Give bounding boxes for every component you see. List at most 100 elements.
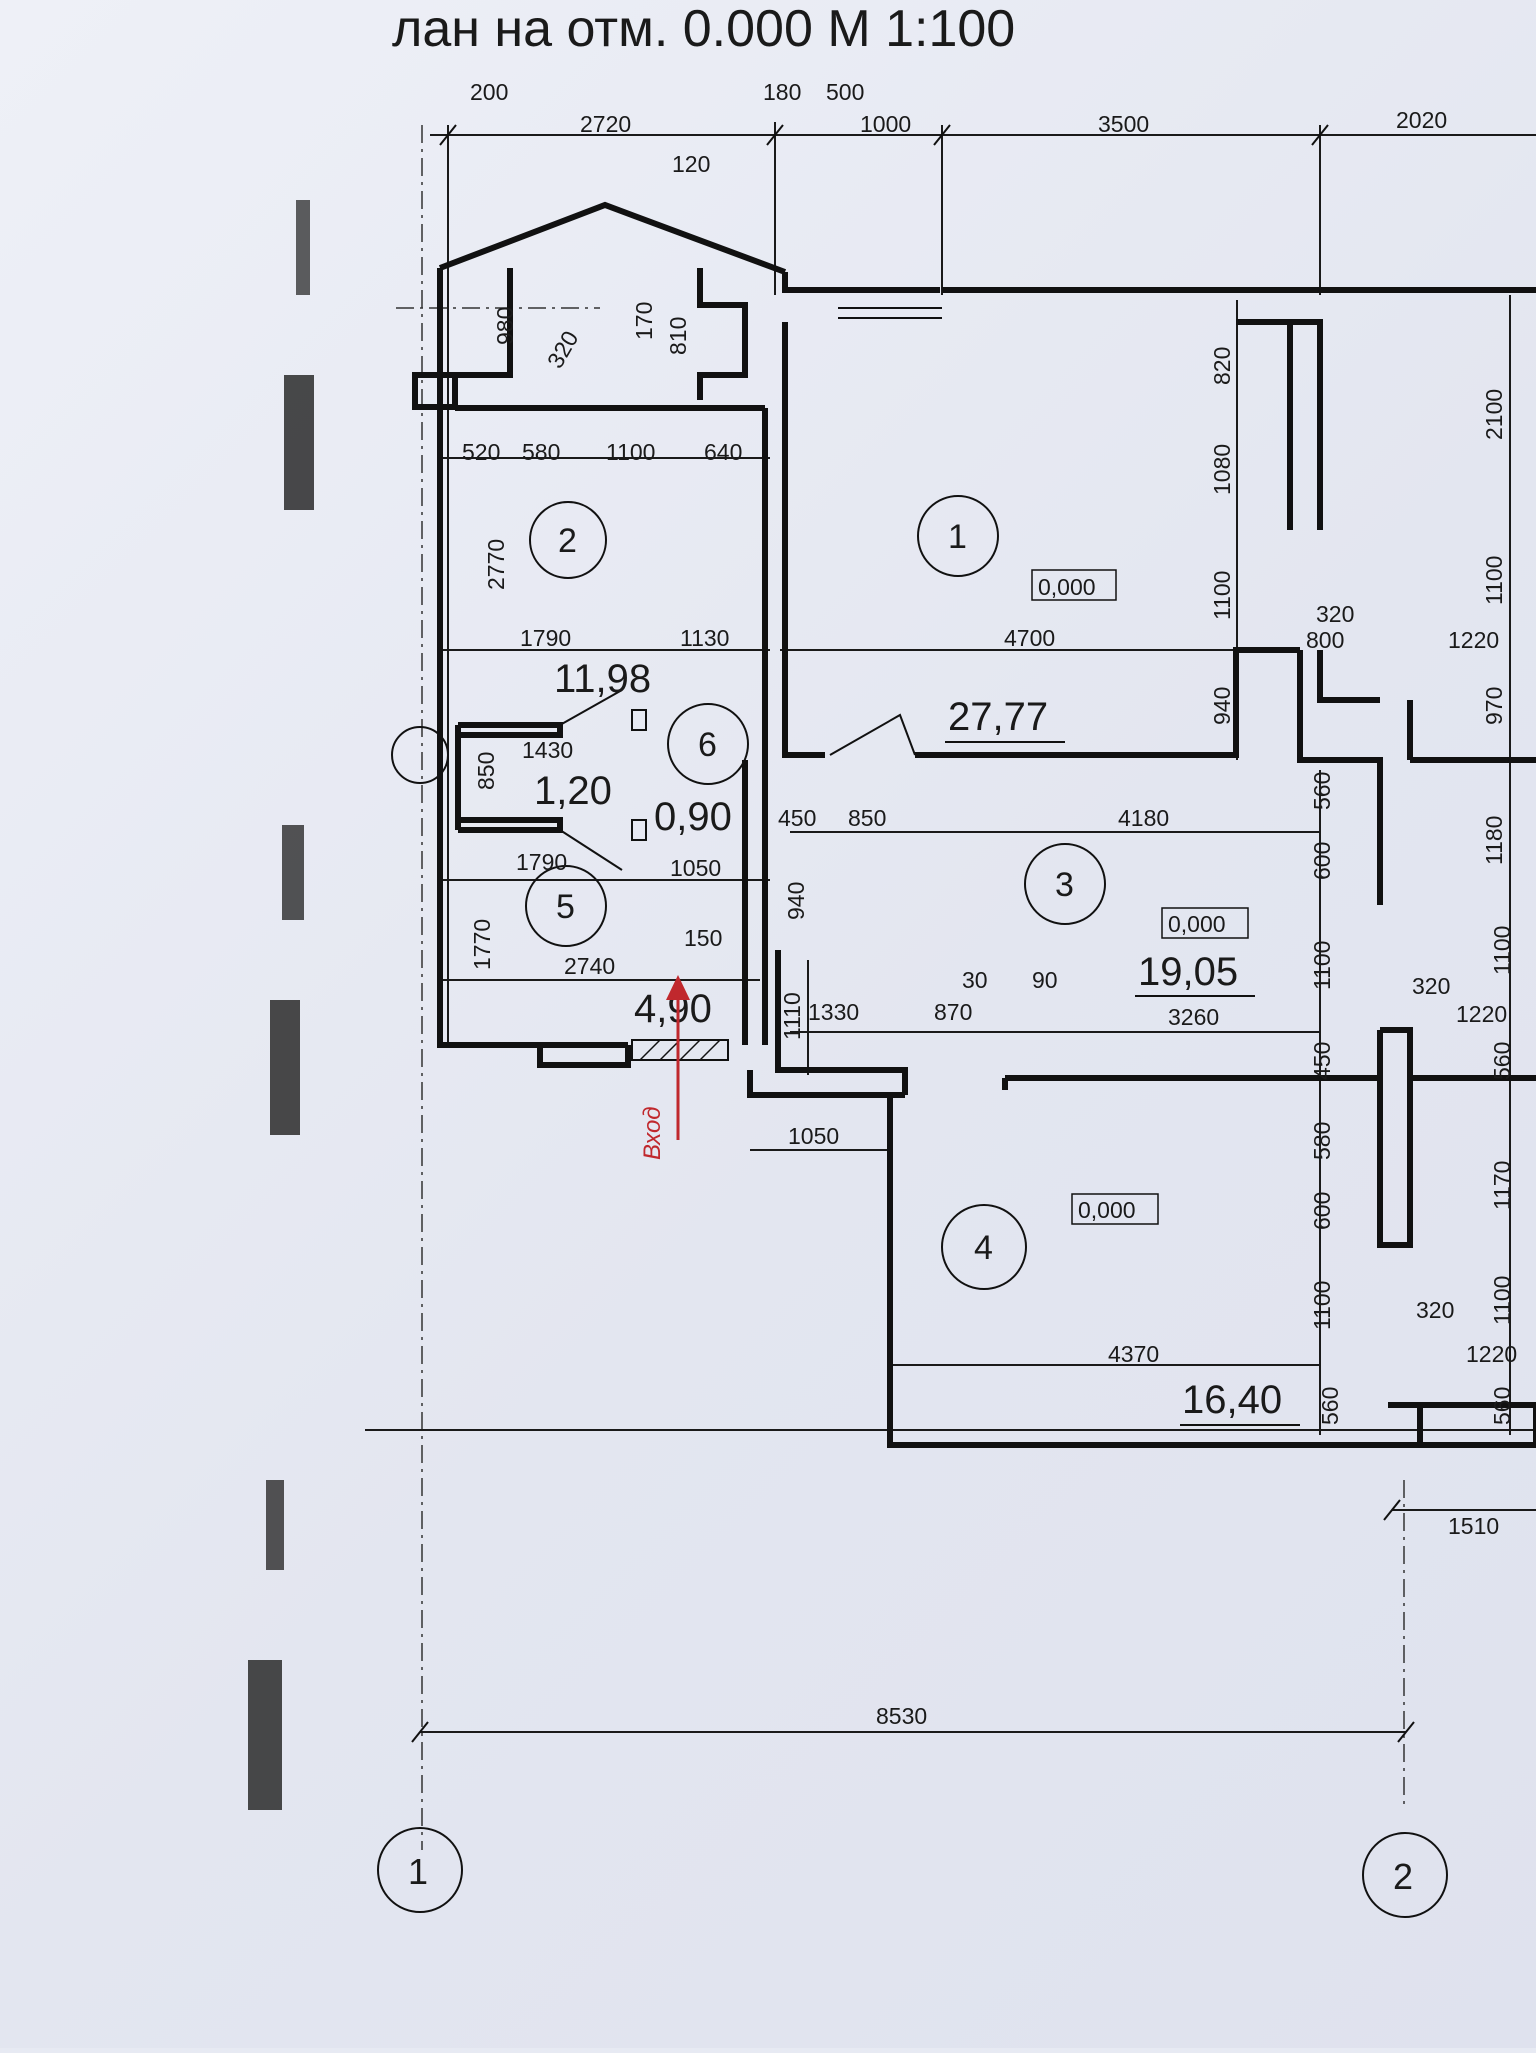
entrance-arrow: Вход bbox=[639, 975, 690, 1160]
dim-right-1100a: 1100 bbox=[1481, 556, 1507, 605]
dim-r3-1110: 1110 bbox=[779, 992, 805, 1040]
dim-r5-150: 150 bbox=[684, 925, 722, 951]
dim-r2-580: 580 bbox=[522, 439, 560, 465]
dim-r3-940: 940 bbox=[783, 882, 809, 920]
dim-r4-600: 600 bbox=[1309, 1192, 1335, 1230]
dim-r4-560: 560 bbox=[1317, 1387, 1343, 1425]
axis-2-label: 2 bbox=[1393, 1856, 1413, 1897]
axis-lines bbox=[396, 125, 1405, 1850]
dim-right-1100c: 1100 bbox=[1489, 1276, 1515, 1325]
dim-r2-320: 320 bbox=[542, 326, 584, 372]
dim-r2-980: 980 bbox=[492, 307, 518, 345]
dim-r2-1100: 1100 bbox=[606, 439, 655, 465]
dim-r1-1080: 1080 bbox=[1209, 444, 1235, 495]
dim-right-1220a: 1220 bbox=[1448, 627, 1499, 653]
dim-right-320b: 320 bbox=[1412, 973, 1450, 999]
dim-right-2100: 2100 bbox=[1481, 389, 1507, 440]
dim-r2-640: 640 bbox=[704, 439, 742, 465]
dim-r3-4180: 4180 bbox=[1118, 805, 1169, 831]
entrance-threshold bbox=[631, 1039, 729, 1061]
dim-r2-1130: 1130 bbox=[680, 625, 729, 651]
dim-r5-1050: 1050 bbox=[670, 855, 721, 881]
room-2-number: 2 bbox=[558, 522, 577, 560]
dim-right-800: 800 bbox=[1306, 627, 1344, 653]
dim-right-1220c: 1220 bbox=[1466, 1341, 1517, 1367]
dim-r4-1100: 1100 bbox=[1309, 1281, 1335, 1330]
dim-r5-1770: 1770 bbox=[469, 919, 495, 970]
dim-r1-820: 820 bbox=[1209, 347, 1235, 385]
room-4-area: 16,40 bbox=[1182, 1378, 1282, 1422]
room-4-number: 4 bbox=[974, 1229, 993, 1267]
entrance-label: Вход bbox=[639, 1106, 666, 1160]
room-5-number: 5 bbox=[556, 888, 575, 926]
dim-top-500: 500 bbox=[826, 79, 864, 105]
room-3-level: 0,000 bbox=[1168, 911, 1226, 937]
walls bbox=[412, 201, 1536, 1448]
room-markers bbox=[525, 495, 1106, 1290]
dim-right-1180: 1180 bbox=[1481, 816, 1507, 865]
dim-r2-2770: 2770 bbox=[483, 539, 509, 590]
dim-r1-1100: 1100 bbox=[1209, 571, 1235, 620]
dim-r1-940: 940 bbox=[1209, 687, 1235, 725]
doors bbox=[559, 689, 916, 871]
dim-r3-560: 560 bbox=[1309, 772, 1335, 810]
dim-bath-1430: 1430 bbox=[522, 737, 573, 763]
dim-right-1220b: 1220 bbox=[1456, 1001, 1507, 1027]
margin-marks bbox=[248, 200, 314, 1810]
axis-markers bbox=[377, 726, 1448, 1918]
dim-r4-4370: 4370 bbox=[1108, 1341, 1159, 1367]
axis-1-label: 1 bbox=[408, 1851, 428, 1892]
room-1-area: 27,77 bbox=[948, 695, 1048, 739]
dim-r3-90: 90 bbox=[1032, 967, 1058, 993]
dim-r2-520: 520 bbox=[462, 439, 500, 465]
dim-r3-30: 30 bbox=[962, 967, 988, 993]
dim-top-180: 180 bbox=[763, 79, 801, 105]
dim-r3-1330: 1330 bbox=[808, 999, 859, 1025]
dim-top-2720: 2720 bbox=[580, 111, 631, 137]
dim-r3-850: 850 bbox=[848, 805, 886, 831]
dim-r3-1100: 1100 bbox=[1309, 941, 1335, 990]
dim-r4-580: 580 bbox=[1309, 1122, 1335, 1160]
dim-r3-870: 870 bbox=[934, 999, 972, 1025]
dim-r2-170: 170 bbox=[631, 302, 657, 340]
dim-r5-1790: 1790 bbox=[516, 849, 567, 875]
dim-top-1000: 1000 bbox=[860, 111, 911, 137]
dim-right-1170: 1170 bbox=[1489, 1161, 1515, 1210]
dim-r3-3260: 3260 bbox=[1168, 1004, 1219, 1030]
dim-r3-600: 600 bbox=[1309, 842, 1335, 880]
dim-right-320c: 320 bbox=[1416, 1297, 1454, 1323]
dim-bath-850: 850 bbox=[473, 752, 499, 790]
room-1-level-box bbox=[1031, 569, 1117, 601]
dim-top-3500: 3500 bbox=[1098, 111, 1149, 137]
dim-r5-2740: 2740 bbox=[564, 953, 615, 979]
room-3-number: 3 bbox=[1055, 866, 1074, 904]
dim-right-1100b: 1100 bbox=[1489, 926, 1515, 975]
dim-r4-1050: 1050 bbox=[788, 1123, 839, 1149]
dim-right-560a: 560 bbox=[1489, 1042, 1515, 1080]
dim-top-200: 200 bbox=[470, 79, 508, 105]
room-6-number: 6 bbox=[698, 726, 717, 764]
dimension-lines bbox=[365, 122, 1536, 1733]
dim-right-970: 970 bbox=[1481, 687, 1507, 725]
room-4-level-box bbox=[1071, 1193, 1159, 1225]
dim-r3-450: 450 bbox=[778, 805, 816, 831]
dim-r1-4700: 4700 bbox=[1004, 625, 1055, 651]
dim-right-560b: 560 bbox=[1489, 1387, 1515, 1425]
bath-small-area: 1,20 bbox=[534, 769, 612, 813]
room-1-level: 0,000 bbox=[1038, 574, 1096, 600]
dimension-ticks bbox=[411, 124, 1415, 1743]
room-1-number: 1 bbox=[948, 518, 967, 556]
dim-r4-450: 450 bbox=[1309, 1042, 1335, 1080]
room-4-level: 0,000 bbox=[1078, 1197, 1136, 1223]
dim-top-2020: 2020 bbox=[1396, 107, 1447, 133]
dim-bottom-1510: 1510 bbox=[1448, 1513, 1499, 1539]
dim-bottom-8530: 8530 bbox=[876, 1703, 927, 1729]
windows bbox=[838, 307, 942, 319]
plan-title: лан на отм. 0.000 М 1:100 bbox=[392, 0, 1015, 58]
dim-right-320a: 320 bbox=[1316, 601, 1354, 627]
dim-top-120: 120 bbox=[672, 151, 710, 177]
room-3-area: 19,05 bbox=[1138, 950, 1238, 994]
room-6-area: 0,90 bbox=[654, 795, 732, 839]
